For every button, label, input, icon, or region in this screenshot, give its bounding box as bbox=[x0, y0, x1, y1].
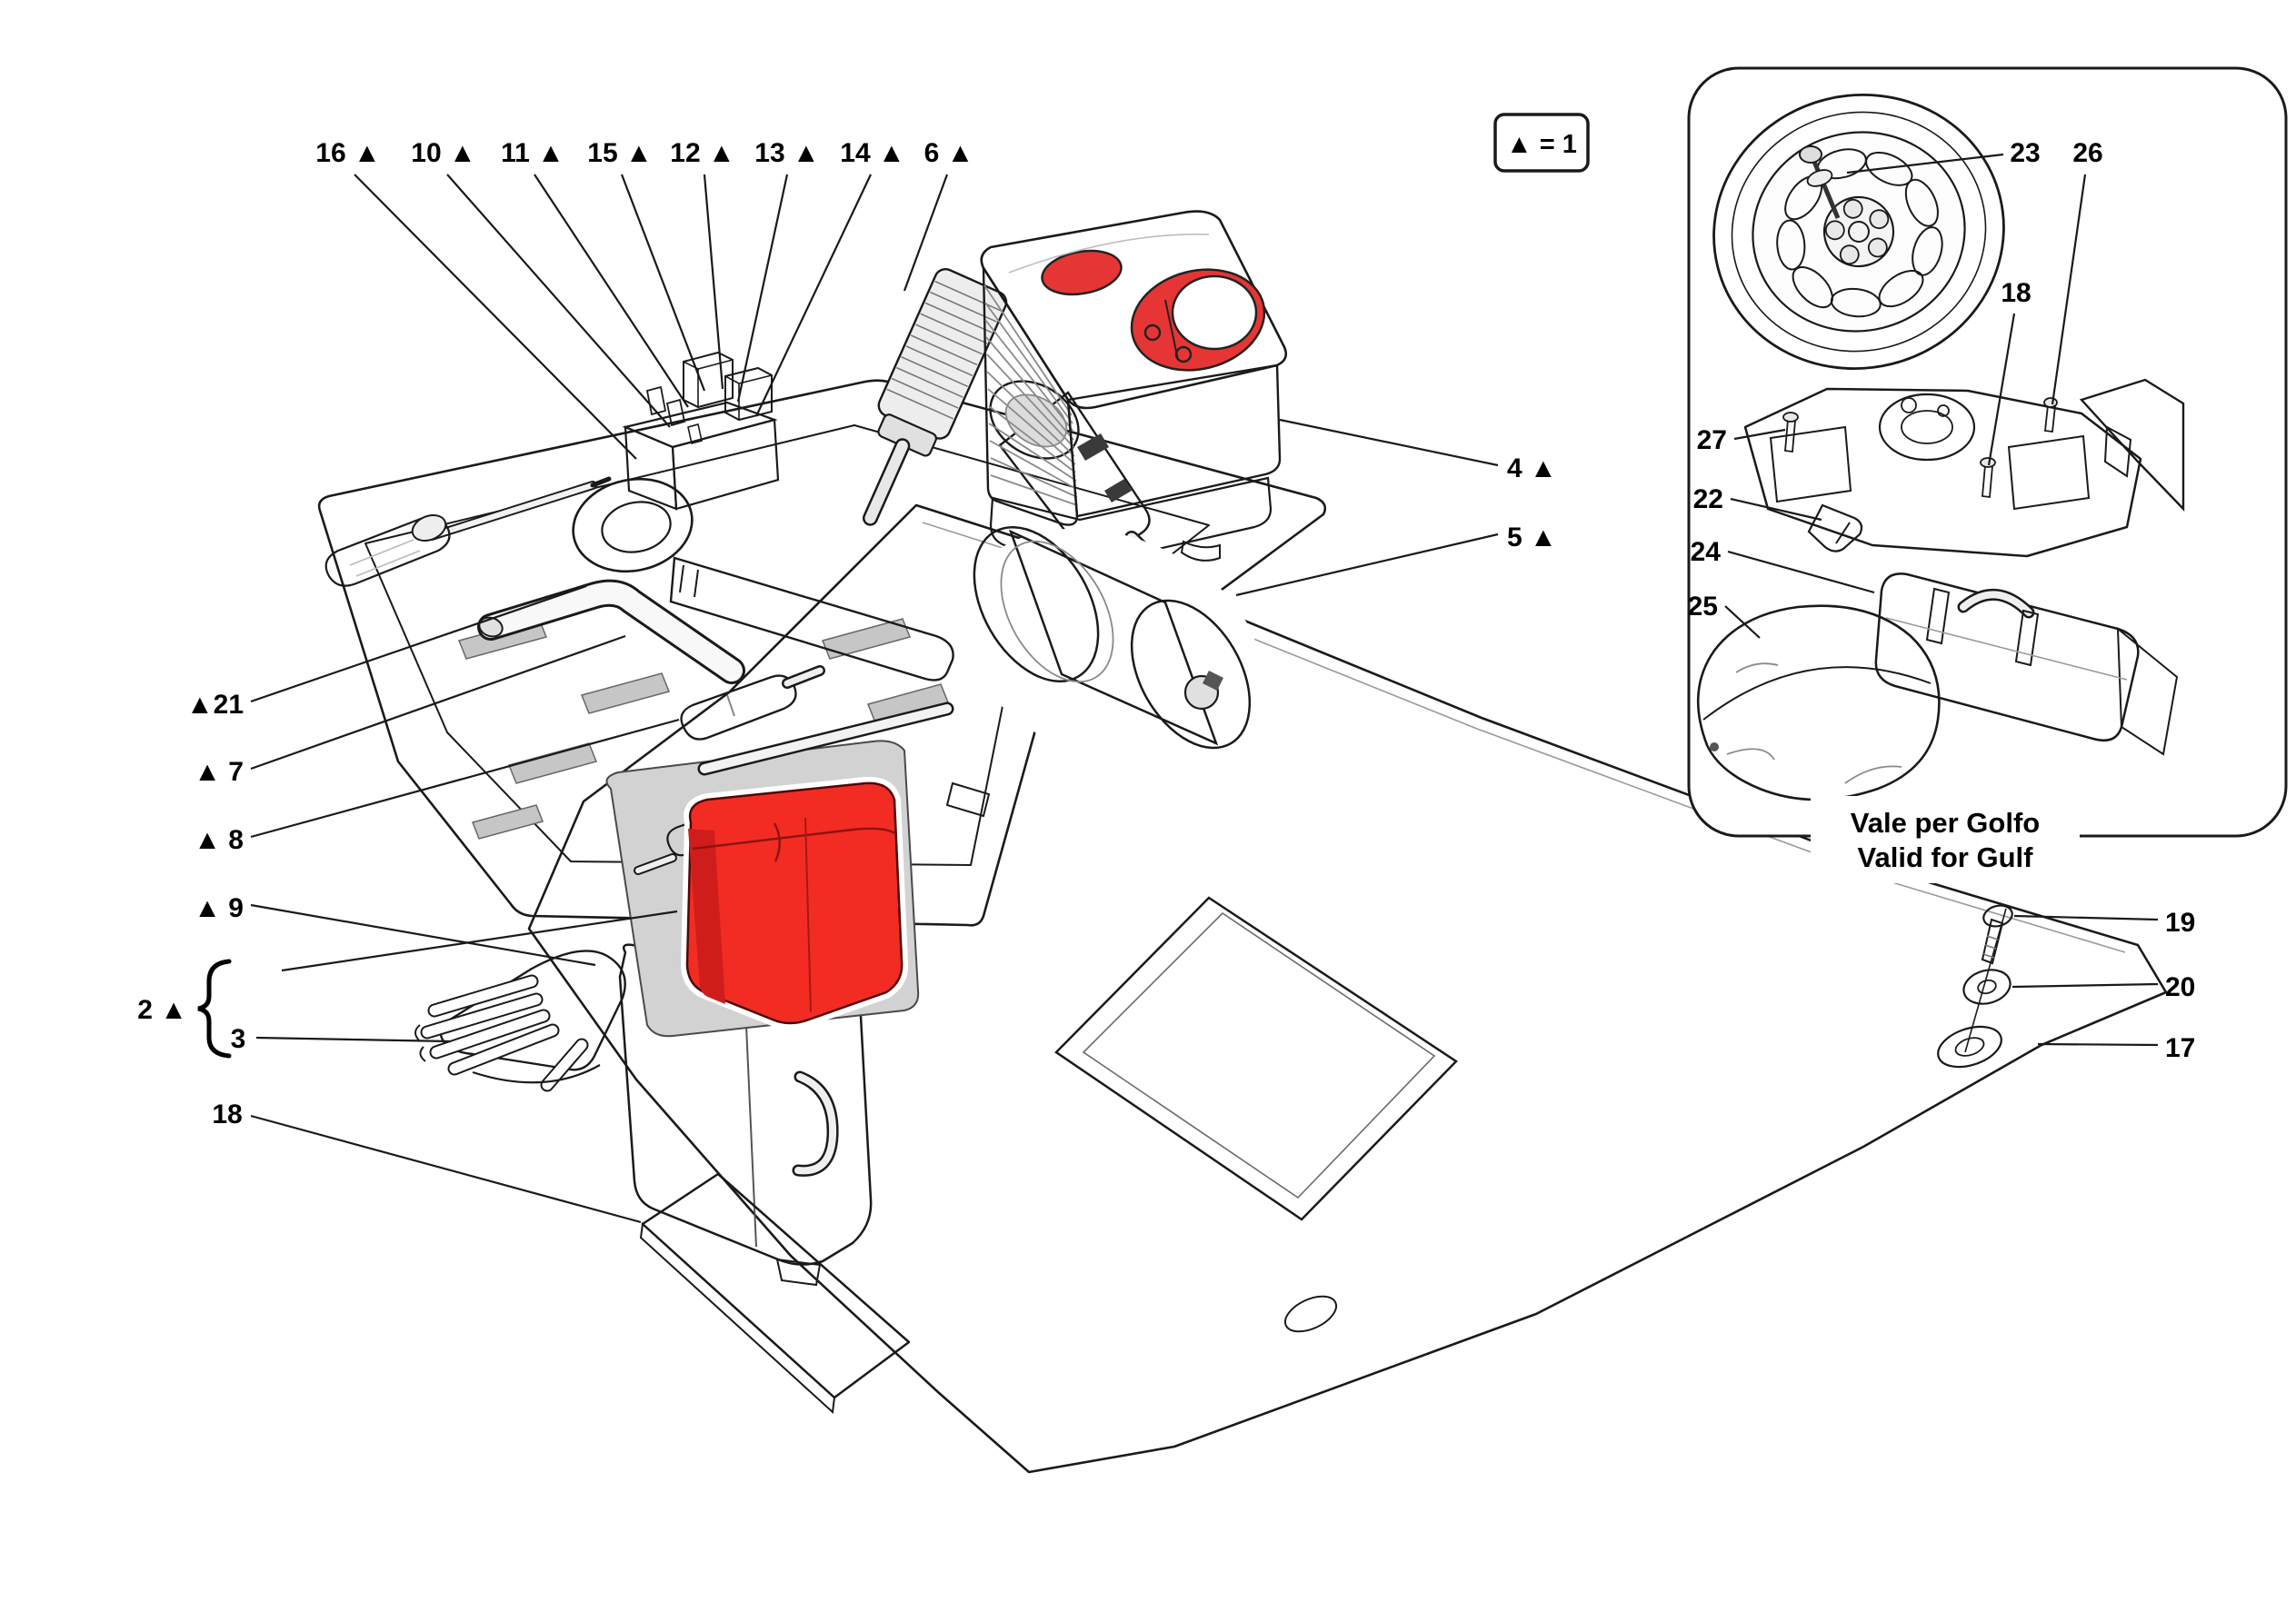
fuse-relay-block bbox=[622, 351, 780, 511]
wheel-bolt-23 bbox=[1799, 145, 1841, 219]
callout-18-left: 18 bbox=[212, 1100, 242, 1129]
callout-17: 17 bbox=[2165, 1033, 2195, 1063]
mat-small-hole bbox=[1283, 1295, 1338, 1333]
callout-11: 11 ▲ bbox=[501, 138, 564, 168]
callout-20: 20 bbox=[2165, 972, 2195, 1002]
bracket-screw-27 bbox=[1782, 412, 1799, 453]
gloves bbox=[414, 950, 626, 1092]
tow-hook bbox=[572, 477, 954, 682]
compressor-red-button bbox=[1041, 249, 1123, 296]
callout-9: ▲ 9 bbox=[194, 893, 244, 923]
sealant-canister bbox=[960, 525, 1262, 766]
hex-rod bbox=[697, 702, 954, 776]
group-2-brace bbox=[197, 959, 232, 1059]
callout-16: 16 ▲ bbox=[315, 138, 380, 168]
callout-3: 3 bbox=[231, 1024, 246, 1054]
callout-8: ▲ 8 bbox=[194, 825, 244, 855]
callout-23: 23 bbox=[2010, 138, 2040, 168]
callout-19: 19 bbox=[2165, 908, 2195, 938]
callout-24: 24 bbox=[1691, 537, 1722, 567]
leader-lines bbox=[250, 174, 2159, 1224]
inset-caption-line2: Valid for Gulf bbox=[1858, 841, 2034, 873]
callout-15: 15 ▲ bbox=[587, 138, 652, 168]
mat-washer-20 bbox=[1962, 969, 2011, 1005]
compressor bbox=[980, 210, 1288, 580]
callout-25: 25 bbox=[1688, 592, 1718, 622]
inset-leader-lines bbox=[1724, 153, 2087, 639]
l-wrench bbox=[477, 579, 745, 684]
callout-10: 10 ▲ bbox=[411, 138, 475, 168]
callout-7: ▲ 7 bbox=[194, 757, 244, 787]
bracket-screw-18 bbox=[1980, 457, 1996, 499]
legend-text: ▲ = 1 bbox=[1506, 130, 1577, 159]
callout-5: 5 ▲ bbox=[1507, 522, 1557, 552]
callout-12: 12 ▲ bbox=[670, 138, 734, 168]
mat-grommet-hole bbox=[1937, 1025, 2002, 1069]
inset-caption-line1: Vale per Golfo bbox=[1851, 807, 2040, 839]
callout-27: 27 bbox=[1697, 425, 1727, 455]
tool-bag bbox=[1874, 572, 2179, 756]
callout-21: ▲21 bbox=[186, 690, 244, 720]
legend-box: ▲ = 1 bbox=[1493, 113, 1590, 173]
callout-2: 2 ▲ bbox=[137, 995, 187, 1025]
callout-18-inset: 18 bbox=[2001, 278, 2031, 308]
mat-buckle bbox=[945, 781, 991, 818]
callout-14: 14 ▲ bbox=[840, 138, 904, 168]
wheel-cover-bag bbox=[1696, 604, 1941, 801]
mat-piece-18 bbox=[639, 1172, 911, 1415]
callout-26: 26 bbox=[2072, 138, 2102, 168]
callout-13: 13 ▲ bbox=[754, 138, 819, 168]
callout-22: 22 bbox=[1693, 484, 1723, 514]
callout-4: 4 ▲ bbox=[1507, 453, 1557, 483]
ribbed-socket-cylinder bbox=[862, 268, 1008, 526]
callout-6: 6 ▲ bbox=[924, 138, 974, 168]
gulf-inset-panel: Vale per Golfo Valid for Gulf 23 26 18 2… bbox=[1687, 66, 2288, 883]
strap-buckle-22 bbox=[1807, 503, 1863, 552]
mat-flap bbox=[1054, 896, 1458, 1221]
compressor-dial-knob bbox=[1171, 274, 1258, 351]
socket-tool-large bbox=[680, 665, 825, 741]
first-aid-box-highlighted bbox=[680, 776, 909, 1030]
screwdriver bbox=[324, 476, 612, 587]
wheel-carrier-bracket bbox=[1743, 378, 2185, 558]
